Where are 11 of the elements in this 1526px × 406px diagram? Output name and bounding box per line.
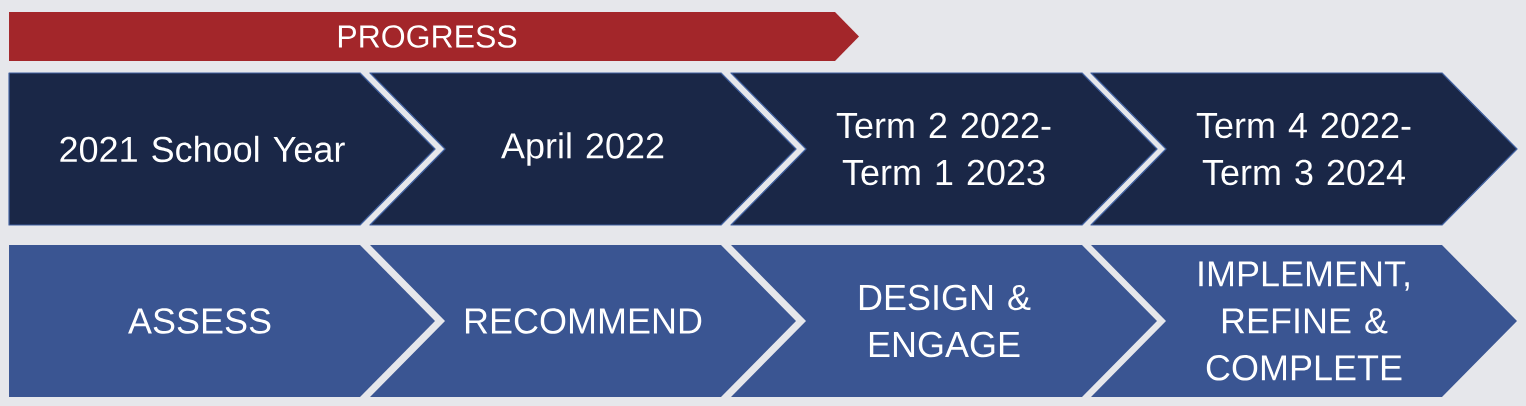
node-label: DESIGN & ENGAGE <box>859 284 1031 358</box>
banner: PROGRESS <box>9 12 859 61</box>
process-step: DESIGN & ENGAGE <box>731 245 1157 397</box>
process-step: RECOMMEND <box>370 245 796 397</box>
process-step: IMPLEMENT, REFINE & COMPLETE <box>1091 245 1517 397</box>
process-step: 2021 School Year <box>8 72 436 226</box>
node-label: IMPLEMENT, REFINE & COMPLETE <box>1199 261 1409 381</box>
node-label: RECOMMEND <box>465 308 702 334</box>
process-step: Term 2 2022- Term 1 2023 <box>730 72 1158 226</box>
process-step: April 2022 <box>369 72 797 226</box>
process-step: Term 4 2022- Term 3 2024 <box>1090 72 1518 226</box>
